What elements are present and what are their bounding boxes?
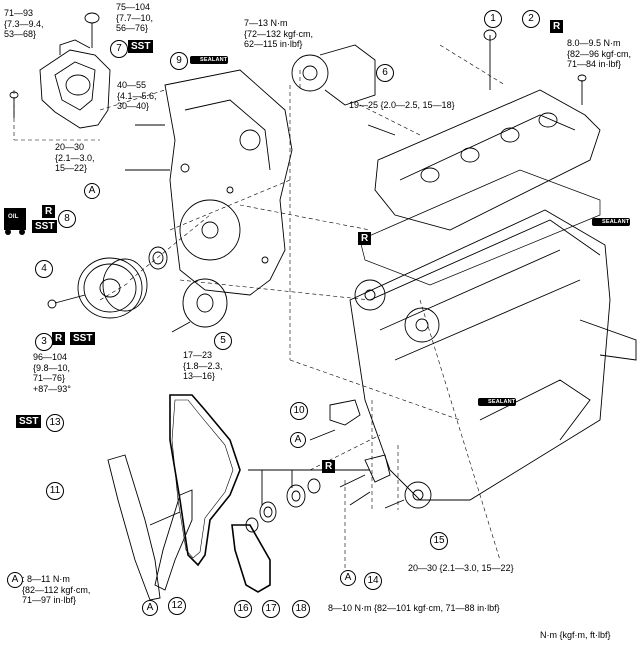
callout-a: A xyxy=(84,183,100,199)
callout-17: 17 xyxy=(262,600,280,618)
callout-11: 11 xyxy=(46,482,64,500)
torque-label: : 8—11 N·m {82—112 kgf·cm, 71—97 in·lbf} xyxy=(22,574,91,605)
sst-tag: SST xyxy=(16,415,42,428)
crankshaft-pulley xyxy=(47,257,148,319)
tensioner-arm xyxy=(149,489,193,591)
sst-tag: SST xyxy=(128,40,154,53)
torque-label: 8.0—9.5 N·m {82—96 kgf·cm, 71—84 in·lbf} xyxy=(567,38,632,69)
callout-18: 18 xyxy=(292,600,310,618)
idler-pulley xyxy=(171,278,228,333)
oil-tag: OIL xyxy=(8,214,19,220)
r-tag: R xyxy=(52,332,66,345)
oil-seal xyxy=(148,246,168,270)
callout-15: 15 xyxy=(430,532,448,550)
oil-pump-chain xyxy=(231,524,271,593)
engine-mount xyxy=(9,12,111,129)
head-cover-gasket xyxy=(359,169,601,286)
oil-pump-sprocket xyxy=(384,481,432,509)
sealant-tag: SEALANT xyxy=(602,219,630,225)
callout-12: 12 xyxy=(168,597,186,615)
torque-label: 71—93 {7.3—9.4, 53—68} xyxy=(4,8,44,39)
torque-label: 20—30 {2.1—3.0, 15—22} xyxy=(55,142,95,173)
sealant-tag: SEALANT xyxy=(200,57,228,63)
callout-5: 5 xyxy=(214,332,232,350)
callout-2: 2 xyxy=(522,10,540,28)
sealant-tube-icon xyxy=(190,56,630,406)
callout-a-legend: A xyxy=(7,572,23,588)
callout-14: 14 xyxy=(364,572,382,590)
callout-a: A xyxy=(290,432,306,448)
torque-label: 19—25 {2.0—2.5, 15—18} xyxy=(349,100,455,110)
torque-label: 8—10 N·m {82—101 kgf·cm, 71—88 in·lbf} xyxy=(328,603,500,613)
callout-8: 8 xyxy=(58,210,76,228)
cylinder-head-cover xyxy=(374,29,601,231)
callout-13: 13 xyxy=(46,414,64,432)
chain-guide xyxy=(107,454,161,601)
torque-label: 17—23 {1.8—2.3, 13—16} xyxy=(183,350,223,381)
r-tag: R xyxy=(322,460,336,473)
dashed-guide-lines xyxy=(13,44,506,570)
callout-9: 9 xyxy=(170,52,188,70)
r-tag: R xyxy=(42,205,56,218)
callout-16: 16 xyxy=(234,600,252,618)
sst-tag: SST xyxy=(32,220,58,233)
r-tag: R xyxy=(358,232,372,245)
torque-label: 7—13 N·m {72—132 kgf·cm, 62—115 in·lbf} xyxy=(244,18,314,49)
oil-control-valve xyxy=(309,399,361,441)
drive-belt-tensioner xyxy=(291,44,396,136)
crank-sprocket-set xyxy=(245,469,370,533)
r-tag: R xyxy=(550,20,564,33)
sealant-tag: SEALANT xyxy=(488,399,516,405)
callout-4: 4 xyxy=(35,260,53,278)
timing-cover xyxy=(125,69,293,296)
units-label: N·m {kgf·m, ft·lbf} xyxy=(540,630,611,640)
cylinder-head-block xyxy=(349,209,637,501)
callout-1: 1 xyxy=(484,10,502,28)
chain-tensioner xyxy=(339,454,391,506)
sst-tag: SST xyxy=(70,332,96,345)
torque-label: 75—104 {7.7—10, 56—76} xyxy=(116,2,154,33)
callout-10: 10 xyxy=(290,402,308,420)
timing-chain xyxy=(169,394,241,567)
torque-label: 96—104 {9.8—10, 71—76} +87—93° xyxy=(33,352,71,394)
torque-label: 20—30 {2.1—3.0, 15—22} xyxy=(408,563,514,573)
callout-7: 7 xyxy=(110,40,128,58)
callout-6: 6 xyxy=(376,64,394,82)
oil-can-icon xyxy=(4,208,26,235)
callout-a: A xyxy=(340,570,356,586)
callout-a: A xyxy=(142,600,158,616)
torque-label: 40—55 {4.1—5.6, 30—40} xyxy=(117,80,157,111)
callout-3: 3 xyxy=(35,333,53,351)
